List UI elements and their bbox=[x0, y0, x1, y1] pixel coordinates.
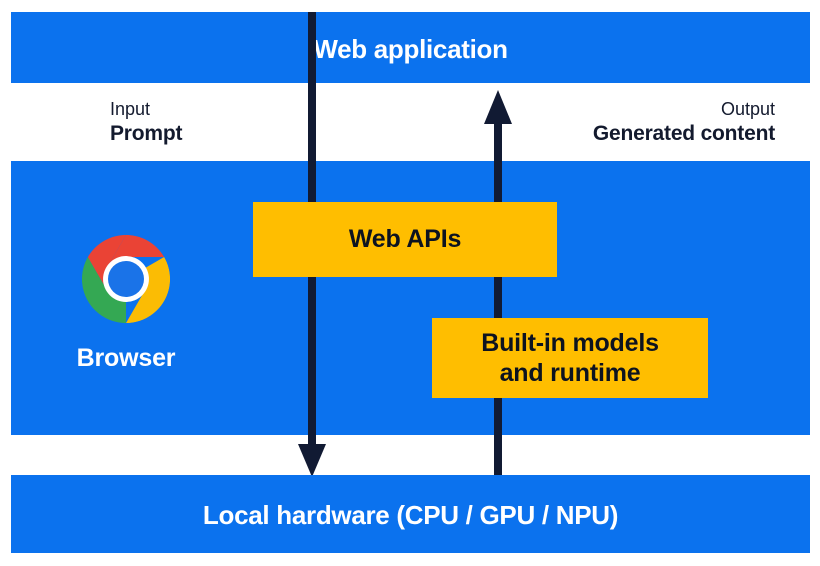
band-web-application: Web application bbox=[11, 12, 810, 83]
output-value-label: Generated content bbox=[592, 122, 775, 146]
chrome-logo-icon bbox=[81, 234, 171, 324]
output-kind-label: Output bbox=[720, 99, 775, 119]
browser-group: Browser bbox=[46, 234, 206, 373]
band-local-hardware: Local hardware (CPU / GPU / NPU) bbox=[11, 475, 810, 553]
box-built-in-models-line1: Built-in models bbox=[481, 328, 659, 357]
output-label-group: Output Generated content bbox=[593, 98, 775, 148]
input-value-label: Prompt bbox=[110, 122, 183, 146]
input-kind-label: Input bbox=[110, 99, 151, 119]
box-built-in-models-line2: and runtime bbox=[499, 359, 641, 387]
input-label-group: Input Prompt bbox=[110, 98, 183, 148]
box-built-in-models-label: Built-in models and runtime bbox=[481, 328, 659, 389]
browser-label: Browser bbox=[76, 344, 176, 372]
box-web-apis-label: Web APIs bbox=[348, 225, 462, 253]
box-built-in-models[interactable]: Built-in models and runtime bbox=[432, 318, 708, 398]
arrow-up-icon bbox=[484, 90, 512, 478]
band-web-application-label: Web application bbox=[313, 34, 508, 64]
band-local-hardware-label: Local hardware (CPU / GPU / NPU) bbox=[202, 500, 619, 530]
box-web-apis[interactable]: Web APIs bbox=[253, 202, 557, 277]
